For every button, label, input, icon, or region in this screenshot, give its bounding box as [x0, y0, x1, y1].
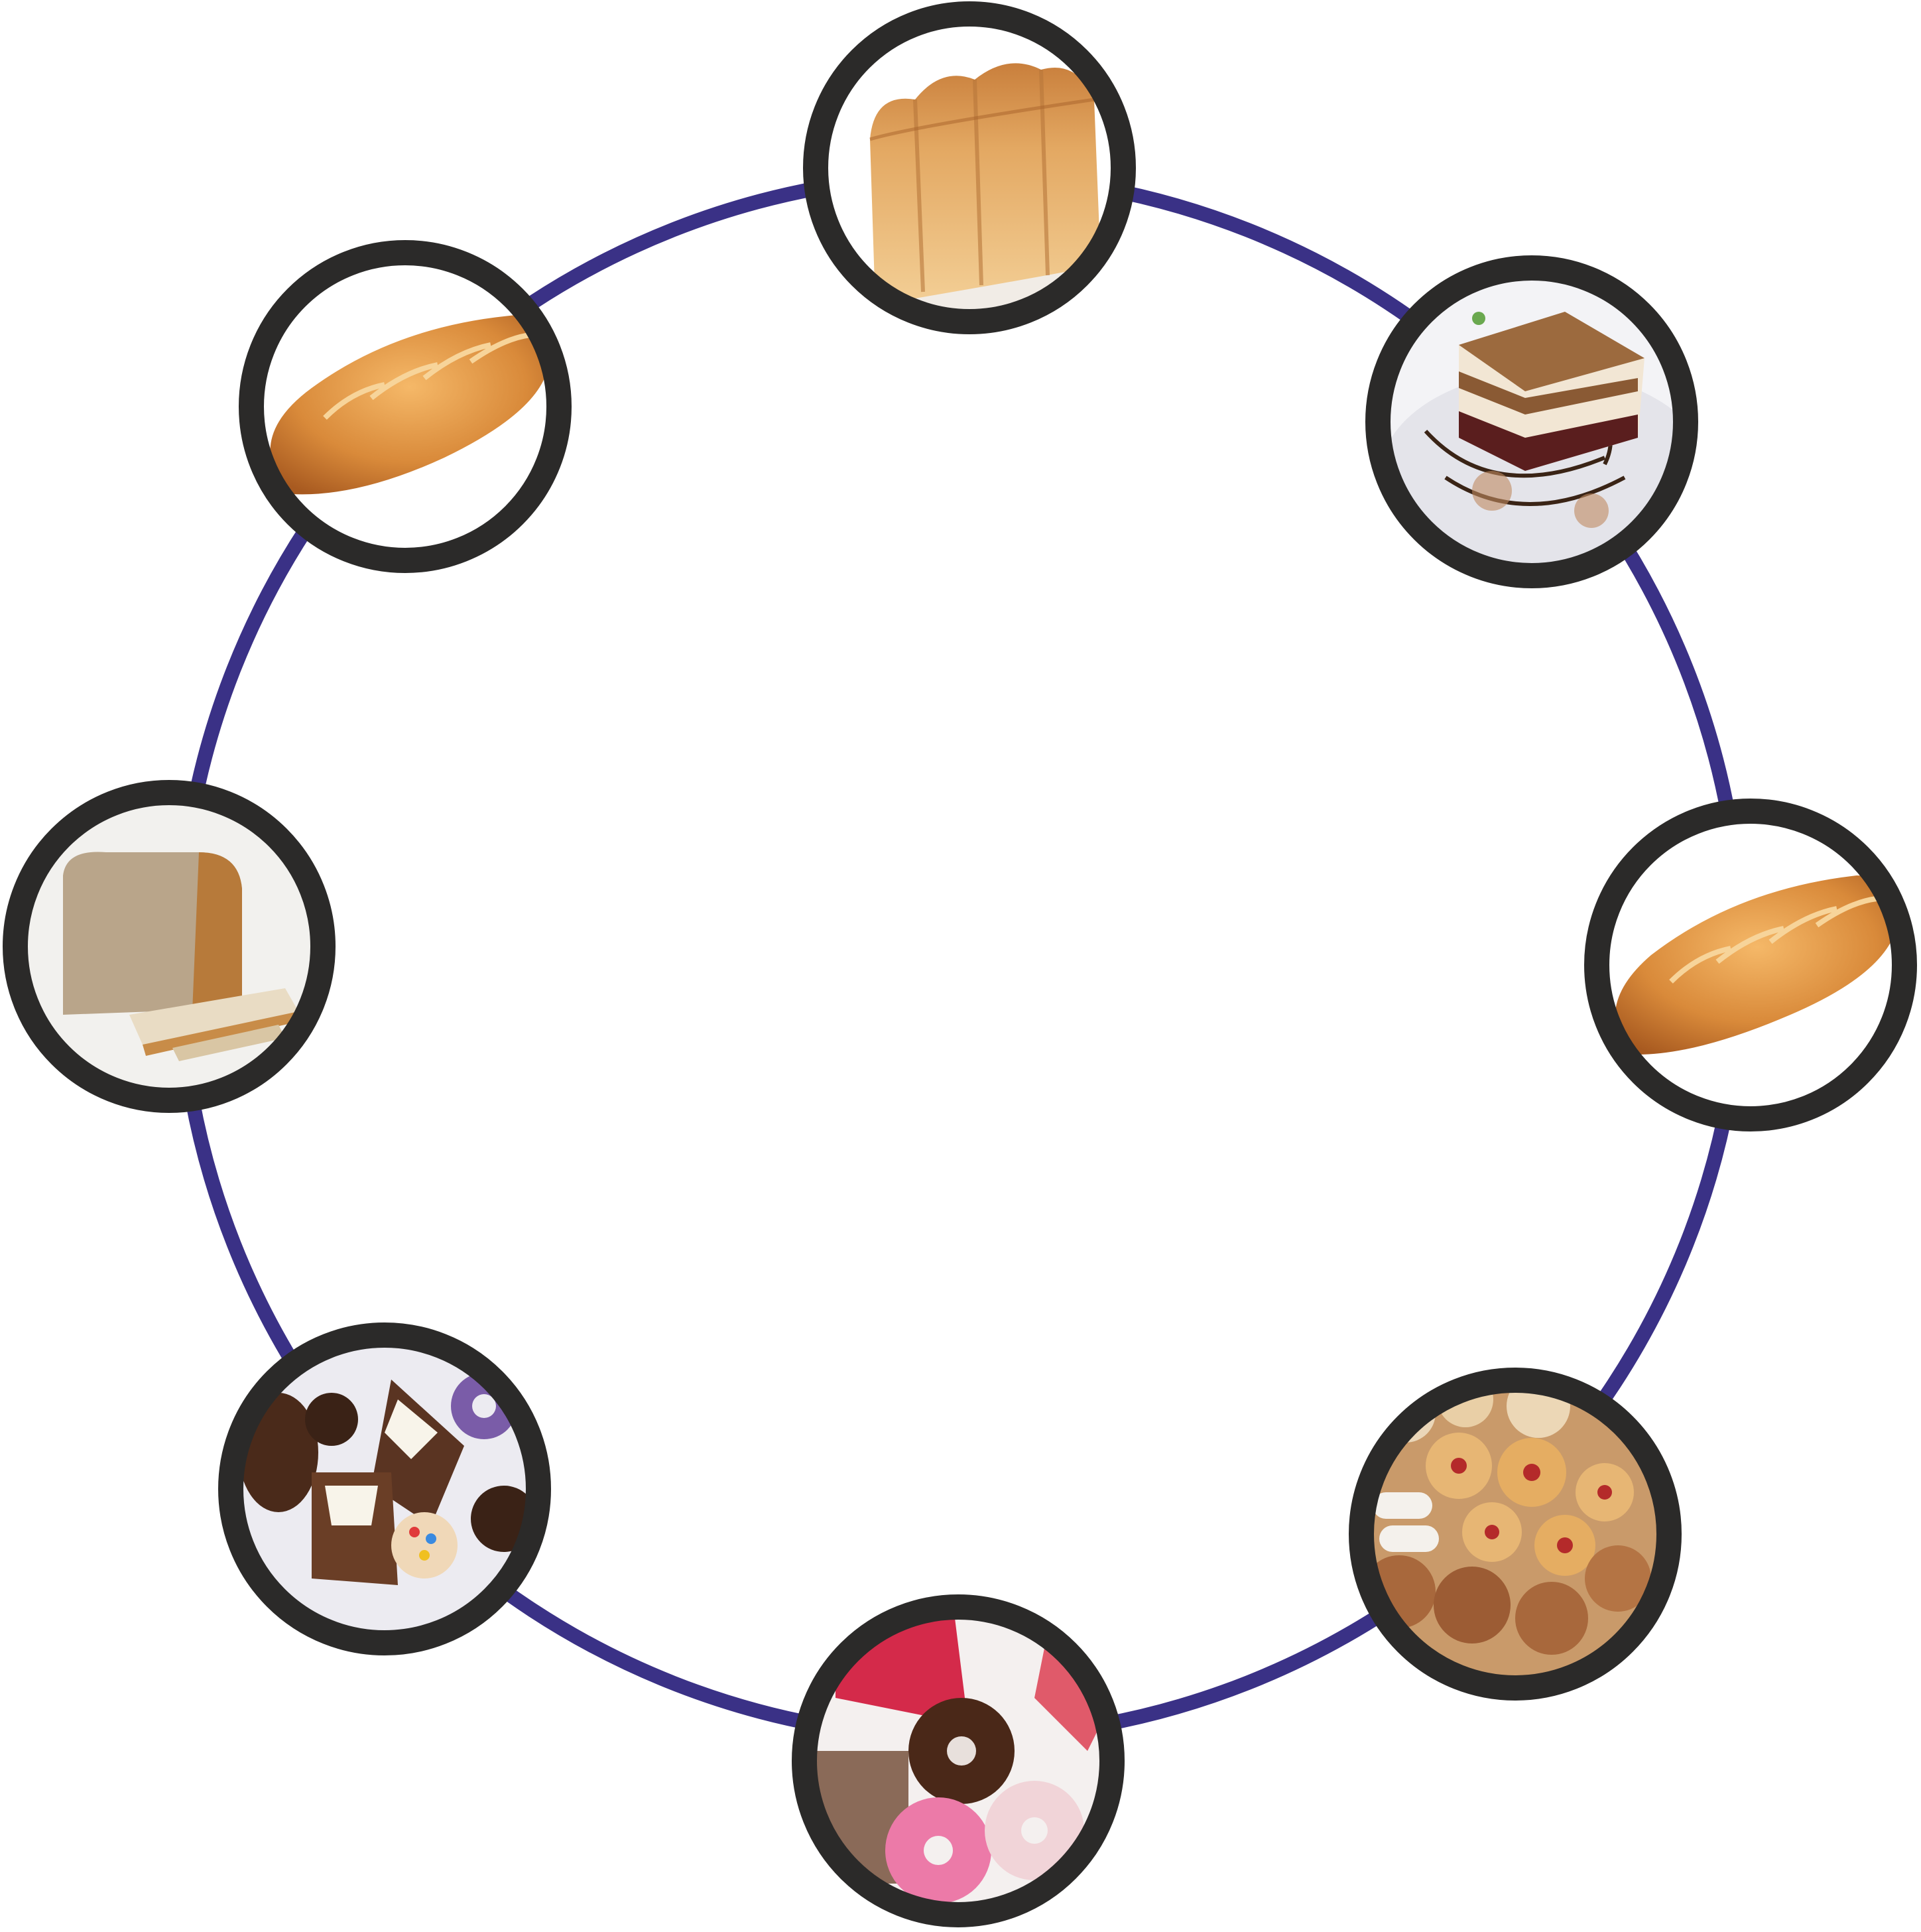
- node-chocolate-treats: [218, 1322, 551, 1655]
- node-baguette-left: [239, 240, 572, 573]
- long-loaf-bread-icon: [1615, 875, 1899, 1055]
- node-sliced-bread: [3, 780, 336, 1113]
- node-layer-cake: [1365, 255, 1698, 588]
- long-loaf-bread-icon: [270, 315, 549, 495]
- node-white-loaf: [803, 1, 1136, 334]
- node-cookies: [1349, 1368, 1682, 1701]
- node-baguette-right: [1584, 799, 1917, 1131]
- node-donuts: [792, 1594, 1125, 1927]
